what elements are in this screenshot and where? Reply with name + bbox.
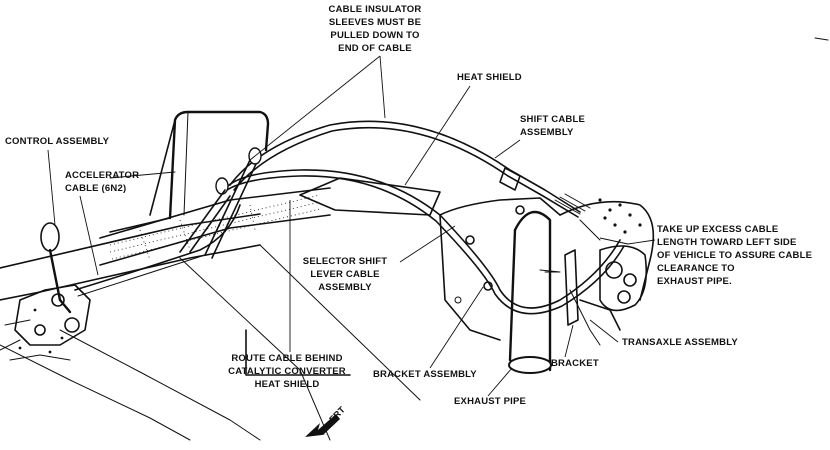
- take-up-line-5: EXHAUST PIPE.: [657, 276, 732, 287]
- label-bracket: BRACKET: [551, 358, 599, 369]
- route-cable-line-3: HEAT SHIELD: [255, 379, 320, 390]
- take-up-line-2: LENGTH TOWARD LEFT SIDE: [657, 237, 797, 248]
- cable-front-ends: [179, 147, 262, 259]
- accelerator-line-2: CABLE (6N2): [65, 183, 126, 194]
- cable-insulator-line-2: SLEEVES MUST BE: [329, 17, 421, 28]
- heat-shield-plate: [299, 177, 441, 216]
- floor-pan: [0, 171, 421, 441]
- label-selector-shift: SELECTOR SHIFT LEVER CABLE ASSEMBLY: [303, 256, 387, 293]
- label-exhaust-pipe: EXHAUST PIPE: [454, 396, 526, 407]
- shift-cable-line-1: SHIFT CABLE: [520, 114, 585, 125]
- cable-insulator-line-3: PULLED DOWN TO: [330, 30, 419, 41]
- control-assembly-shifter: [0, 222, 91, 361]
- label-control-assembly: CONTROL ASSEMBLY: [5, 136, 110, 147]
- selector-line-1: SELECTOR SHIFT: [303, 256, 387, 267]
- label-route-cable: ROUTE CABLE BEHIND CATALYTIC CONVERTER H…: [228, 353, 346, 390]
- label-cable-insulator: CABLE INSULATOR SLEEVES MUST BE PULLED D…: [329, 4, 422, 54]
- label-take-up: TAKE UP EXCESS CABLE LENGTH TOWARD LEFT …: [657, 224, 812, 287]
- take-up-line-1: TAKE UP EXCESS CABLE: [657, 224, 778, 235]
- route-cable-line-1: ROUTE CABLE BEHIND: [231, 353, 342, 364]
- selector-line-3: ASSEMBLY: [318, 282, 372, 293]
- accelerator-cable: [74, 204, 241, 297]
- frt-label: FRT: [327, 404, 347, 424]
- label-heat-shield: HEAT SHIELD: [457, 72, 522, 83]
- take-up-line-4: CLEARANCE TO: [657, 263, 735, 274]
- label-accelerator-cable: ACCELERATOR CABLE (6N2): [65, 170, 139, 194]
- tunnel: [99, 187, 331, 266]
- label-shift-cable: SHIFT CABLE ASSEMBLY: [520, 114, 585, 138]
- route-cable-line-2: CATALYTIC CONVERTER: [228, 366, 346, 377]
- exhaust-pipe: [508, 210, 561, 374]
- leader-lines: [47, 55, 656, 397]
- label-bracket-assembly: BRACKET ASSEMBLY: [373, 369, 477, 380]
- corner-tick-mark: [814, 37, 829, 41]
- bracket: [564, 249, 579, 326]
- take-up-line-3: OF VEHICLE TO ASSURE CABLE: [657, 250, 812, 261]
- cable-insulator-line-4: END OF CABLE: [338, 43, 412, 54]
- selector-line-2: LEVER CABLE: [310, 269, 379, 280]
- shift-cable-line-2: ASSEMBLY: [520, 127, 574, 138]
- label-transaxle: TRANSAXLE ASSEMBLY: [622, 337, 738, 348]
- shift-cable-lower: [221, 169, 625, 315]
- cable-insulator-line-1: CABLE INSULATOR: [329, 4, 422, 15]
- accelerator-line-1: ACCELERATOR: [65, 170, 139, 181]
